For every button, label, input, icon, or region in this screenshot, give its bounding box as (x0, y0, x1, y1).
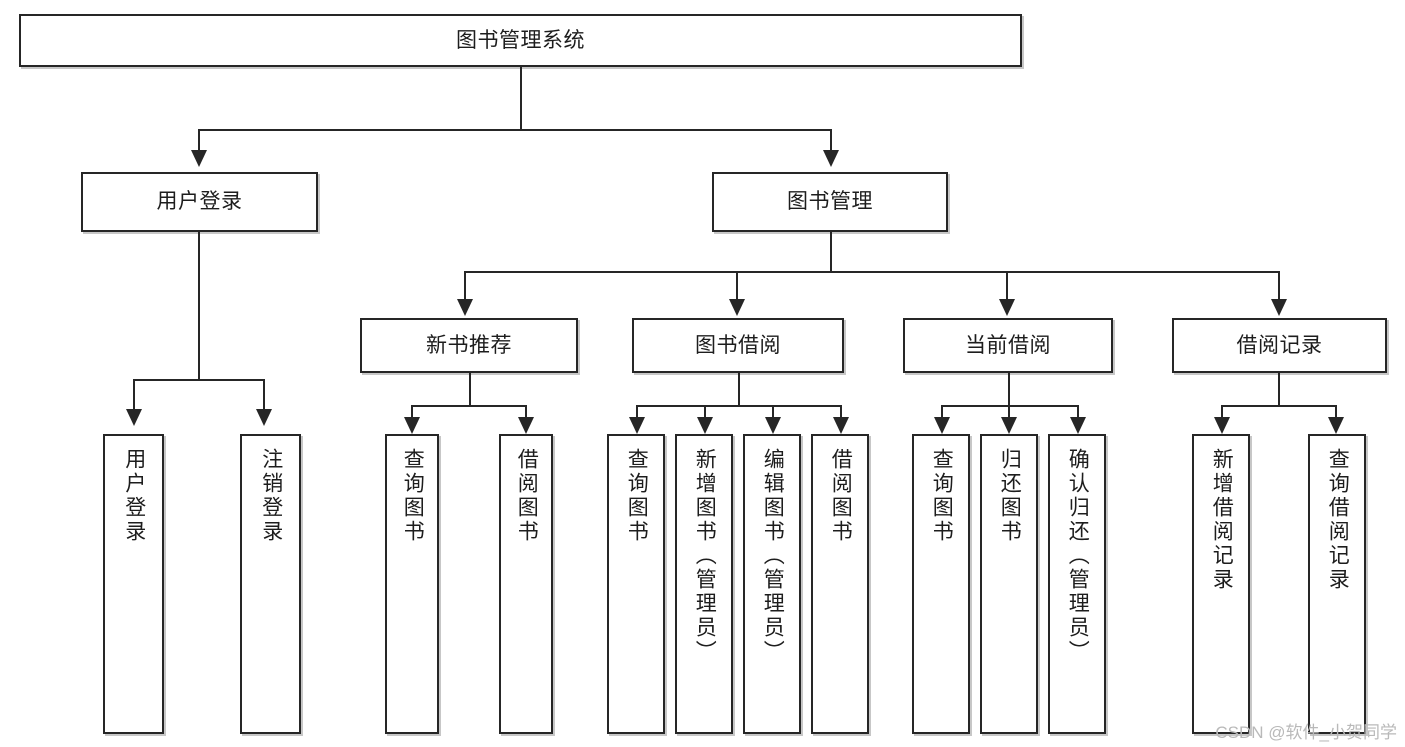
leaf-new-book-recommend-0[interactable]: 查询图书 (385, 434, 439, 734)
connector-cb-leg-2 (1008, 405, 1010, 420)
arrow-to-br-leaf-2 (1328, 417, 1344, 434)
connector-br-stem (1278, 373, 1280, 406)
node-label: 图书管理 (787, 190, 873, 214)
connector-book-management-bar (464, 271, 1280, 273)
leaf-current-borrow-0[interactable]: 查询图书 (912, 434, 970, 734)
connector-br-leg-1 (1221, 405, 1223, 420)
leaf-book-borrow-1[interactable]: 新增图书（管理员） (675, 434, 733, 734)
leaf-new-book-recommend-1[interactable]: 借阅图书 (499, 434, 553, 734)
connector-root-leg-right (830, 129, 832, 152)
connector-bb-bar (636, 405, 842, 407)
connector-user-login-leg-1 (133, 379, 135, 411)
leaf-user-login-1[interactable]: 注销登录 (240, 434, 301, 734)
node-book-management[interactable]: 图书管理 (712, 172, 948, 232)
arrow-to-bb-leaf-3 (765, 417, 781, 434)
connector-bb-leg-4 (840, 405, 842, 420)
arrow-to-br-leaf-1 (1214, 417, 1230, 434)
connector-nbr-leg-2 (525, 405, 527, 420)
connector-nbr-bar (411, 405, 527, 407)
connector-user-login-leg-2 (263, 379, 265, 411)
connector-user-login-stem (198, 232, 200, 380)
leaf-current-borrow-2[interactable]: 确认归还（管理员） (1048, 434, 1106, 734)
connector-nbr-stem (469, 373, 471, 406)
connector-user-login-bar (133, 379, 265, 381)
connector-bb-stem (738, 373, 740, 406)
arrow-to-user-login (191, 150, 207, 167)
connector-bb-leg-2 (704, 405, 706, 420)
connector-root-leg-left (198, 129, 200, 152)
arrow-to-borrow-record (1271, 299, 1287, 316)
connector-bm-leg-3 (1006, 271, 1008, 301)
connector-br-leg-2 (1335, 405, 1337, 420)
arrow-to-bb-leaf-1 (629, 417, 645, 434)
connector-root-bar (198, 129, 832, 131)
arrow-to-bb-leaf-2 (697, 417, 713, 434)
node-label: 借阅记录 (1236, 333, 1323, 357)
connector-br-bar (1221, 405, 1337, 407)
node-label: 查询借阅记录 (1326, 448, 1350, 592)
node-label: 用户登录 (156, 190, 243, 214)
leaf-borrow-record-0[interactable]: 新增借阅记录 (1192, 434, 1250, 734)
node-label: 新增图书（管理员） (693, 448, 717, 664)
leaf-user-login-0[interactable]: 用户登录 (103, 434, 164, 734)
node-current-borrow[interactable]: 当前借阅 (903, 318, 1113, 373)
connector-bb-leg-3 (772, 405, 774, 420)
connector-nbr-leg-1 (411, 405, 413, 420)
arrow-to-cb-leaf-1 (934, 417, 950, 434)
node-label: 查询图书 (930, 448, 954, 544)
connector-bm-leg-1 (464, 271, 466, 301)
connector-bm-leg-2 (736, 271, 738, 301)
node-label: 用户登录 (122, 448, 146, 544)
connector-bb-leg-1 (636, 405, 638, 420)
node-book-borrow[interactable]: 图书借阅 (632, 318, 844, 373)
arrow-to-new-book-recommend (457, 299, 473, 316)
connector-book-management-stem (830, 232, 832, 272)
arrow-to-nbr-leaf-1 (404, 417, 420, 434)
node-user-login[interactable]: 用户登录 (81, 172, 318, 232)
node-label: 借阅图书 (515, 448, 539, 544)
node-label: 编辑图书（管理员） (761, 448, 785, 664)
connector-cb-stem (1008, 373, 1010, 406)
csdn-watermark: CSDN @软件_小贺同学 (1215, 723, 1397, 742)
connector-bm-leg-4 (1278, 271, 1280, 301)
leaf-borrow-record-1[interactable]: 查询借阅记录 (1308, 434, 1366, 734)
arrow-to-book-management (823, 150, 839, 167)
arrow-to-current-borrow (999, 299, 1015, 316)
connector-root-stem (520, 67, 522, 130)
leaf-book-borrow-2[interactable]: 编辑图书（管理员） (743, 434, 801, 734)
node-label: 归还图书 (998, 448, 1022, 544)
node-label: 确认归还（管理员） (1066, 448, 1090, 664)
leaf-current-borrow-1[interactable]: 归还图书 (980, 434, 1038, 734)
node-label: 新书推荐 (426, 333, 512, 357)
node-label: 新增借阅记录 (1210, 448, 1234, 592)
arrow-to-nbr-leaf-2 (518, 417, 534, 434)
leaf-book-borrow-3[interactable]: 借阅图书 (811, 434, 869, 734)
arrow-to-bb-leaf-4 (833, 417, 849, 434)
arrow-to-user-login-leaf-1 (126, 409, 142, 426)
arrow-to-book-borrow (729, 299, 745, 316)
node-label: 当前借阅 (965, 333, 1051, 357)
node-label: 查询图书 (625, 448, 649, 544)
arrow-to-cb-leaf-2 (1001, 417, 1017, 434)
node-new-book-recommend[interactable]: 新书推荐 (360, 318, 578, 373)
node-borrow-record[interactable]: 借阅记录 (1172, 318, 1387, 373)
connector-cb-leg-1 (941, 405, 943, 420)
arrow-to-user-login-leaf-2 (256, 409, 272, 426)
arrow-to-cb-leaf-3 (1070, 417, 1086, 434)
node-label: 借阅图书 (829, 448, 853, 544)
node-label: 注销登录 (259, 448, 283, 544)
node-root-book-management-system[interactable]: 图书管理系统 (19, 14, 1022, 67)
node-label: 图书借阅 (695, 333, 781, 357)
node-label: 图书管理系统 (456, 28, 585, 52)
connector-cb-leg-3 (1077, 405, 1079, 420)
node-label: 查询图书 (401, 448, 425, 544)
leaf-book-borrow-0[interactable]: 查询图书 (607, 434, 665, 734)
connector-cb-bar (941, 405, 1079, 407)
